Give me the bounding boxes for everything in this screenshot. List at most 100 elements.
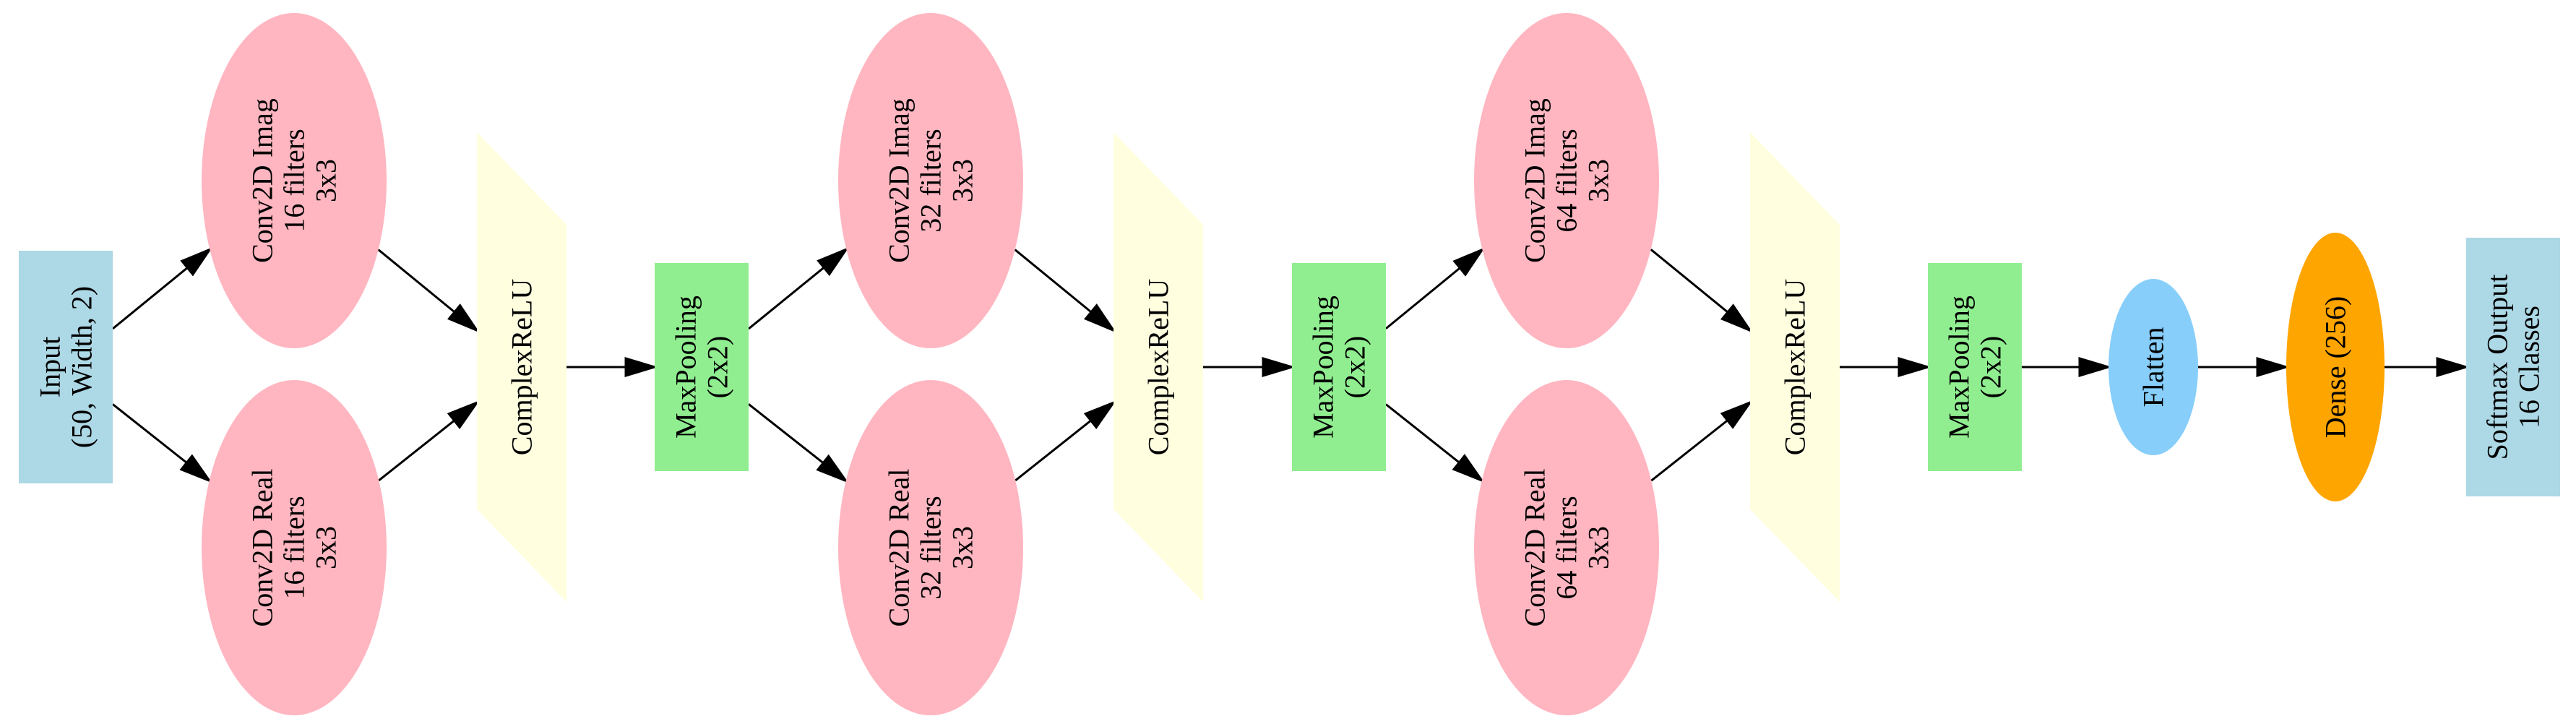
dense-node: Dense (256) bbox=[2286, 233, 2385, 501]
edge-input-to-conv1_imag bbox=[112, 246, 213, 330]
pool3-shape bbox=[1928, 263, 2022, 471]
node-label-line: Conv2D Imag bbox=[883, 98, 916, 263]
conv1-imag-shape bbox=[202, 13, 387, 348]
relu3-shape bbox=[1750, 132, 1840, 602]
edge-conv2_imag-to-relu2 bbox=[1014, 249, 1117, 333]
node-label-line: 64 filters bbox=[1551, 496, 1583, 599]
node-label-line: Conv2D Real bbox=[883, 469, 916, 627]
node-label-line: MaxPooling bbox=[670, 296, 702, 439]
pool2-node: MaxPooling(2x2) bbox=[1292, 263, 1386, 471]
edge-relu1-to-pool1 bbox=[567, 356, 659, 378]
arrowhead bbox=[2436, 356, 2471, 378]
node-label-line: Conv2D Imag bbox=[1519, 98, 1551, 263]
node-label-line: (2x2) bbox=[1975, 336, 2007, 399]
edge-line bbox=[1650, 249, 1728, 314]
flatten-label: Flatten bbox=[2137, 327, 2170, 407]
relu2-node: ComplexReLU bbox=[1113, 132, 1203, 602]
edge-line bbox=[748, 403, 824, 464]
arrowhead bbox=[2256, 356, 2291, 378]
node-label-line: Input bbox=[34, 337, 66, 397]
dense-shape bbox=[2286, 233, 2385, 501]
pool3-label: MaxPooling(2x2) bbox=[1943, 296, 2007, 439]
arrowhead bbox=[1452, 247, 1486, 277]
flatten-shape bbox=[2108, 279, 2198, 455]
edge-pool2-to-conv3_real bbox=[1385, 403, 1485, 483]
node-label-line: ComplexReLU bbox=[1779, 279, 1812, 456]
node-label-line: (50, Width, 2) bbox=[66, 286, 98, 448]
edge-pool1-to-conv2_imag bbox=[748, 246, 850, 330]
edge-line bbox=[112, 403, 188, 464]
edge-line bbox=[748, 267, 825, 330]
node-label-line: (2x2) bbox=[1339, 336, 1371, 399]
edge-input-to-conv1_real bbox=[112, 403, 212, 483]
node-label-line: 16 filters bbox=[278, 129, 311, 232]
edge-line bbox=[1015, 419, 1092, 482]
relu1-node: ComplexReLU bbox=[477, 132, 567, 602]
node-label-line: 64 filters bbox=[1551, 129, 1583, 232]
output-shape bbox=[2466, 238, 2560, 496]
node-label-line: 16 filters bbox=[278, 496, 311, 599]
pool1-shape bbox=[655, 263, 749, 471]
arrowhead bbox=[1720, 303, 1754, 333]
edge-pool3-to-flatten bbox=[2022, 356, 2113, 378]
relu3-label: ComplexReLU bbox=[1779, 279, 1812, 456]
edge-line bbox=[377, 249, 456, 314]
node-label-line: Conv2D Real bbox=[246, 469, 279, 627]
pool3-node: MaxPooling(2x2) bbox=[1928, 263, 2022, 471]
node-label-line: 3x3 bbox=[947, 526, 979, 569]
arrowhead bbox=[1084, 303, 1117, 333]
node-label-line: ComplexReLU bbox=[1142, 279, 1175, 456]
node-label-line: ComplexReLU bbox=[506, 279, 538, 456]
edge-pool2-to-conv3_imag bbox=[1385, 247, 1486, 329]
relu1-label: ComplexReLU bbox=[506, 279, 538, 456]
input-shape bbox=[19, 251, 113, 483]
dense-label: Dense (256) bbox=[2319, 296, 2352, 439]
edge-conv1_imag-to-relu1 bbox=[377, 249, 481, 333]
node-label-line: 32 filters bbox=[915, 496, 947, 599]
input-node: Input(50, Width, 2) bbox=[19, 251, 113, 483]
conv2-real-shape bbox=[838, 380, 1023, 715]
node-label-line: MaxPooling bbox=[1307, 296, 1340, 439]
conv3-imag-shape bbox=[1474, 13, 1659, 348]
node-label-line: Flatten bbox=[2137, 327, 2170, 407]
edge-conv1_real-to-relu1 bbox=[378, 400, 481, 482]
relu3-node: ComplexReLU bbox=[1750, 132, 1840, 602]
edge-pool1-to-conv2_real bbox=[748, 403, 849, 483]
node-label-line: 16 Classes bbox=[2513, 306, 2546, 428]
edge-line bbox=[112, 267, 189, 330]
pool1-node: MaxPooling(2x2) bbox=[655, 263, 749, 471]
node-label-line: Dense (256) bbox=[2319, 296, 2352, 439]
node-label-line: Conv2D Imag bbox=[246, 98, 279, 263]
relu2-shape bbox=[1113, 132, 1203, 602]
edge-conv3_imag-to-relu3 bbox=[1650, 249, 1754, 333]
edge-dense-to-output bbox=[2385, 356, 2471, 378]
node-label-line: 3x3 bbox=[310, 526, 343, 569]
edges-layer bbox=[112, 246, 2471, 483]
arrowhead bbox=[447, 303, 481, 333]
edge-relu3-to-pool3 bbox=[1840, 356, 1932, 378]
arrowhead bbox=[817, 246, 850, 277]
input-label: Input(50, Width, 2) bbox=[34, 286, 98, 448]
node-label-line: Softmax Output bbox=[2481, 275, 2514, 460]
arrowhead bbox=[2078, 356, 2113, 378]
conv2-imag-shape bbox=[838, 13, 1023, 348]
node-label-line: (2x2) bbox=[702, 336, 734, 399]
node-label-line: 3x3 bbox=[310, 159, 343, 202]
node-label-line: 3x3 bbox=[1582, 159, 1615, 202]
pool2-label: MaxPooling(2x2) bbox=[1307, 296, 1371, 439]
edge-relu2-to-pool2 bbox=[1203, 356, 1296, 378]
node-label-line: Conv2D Real bbox=[1519, 469, 1551, 627]
